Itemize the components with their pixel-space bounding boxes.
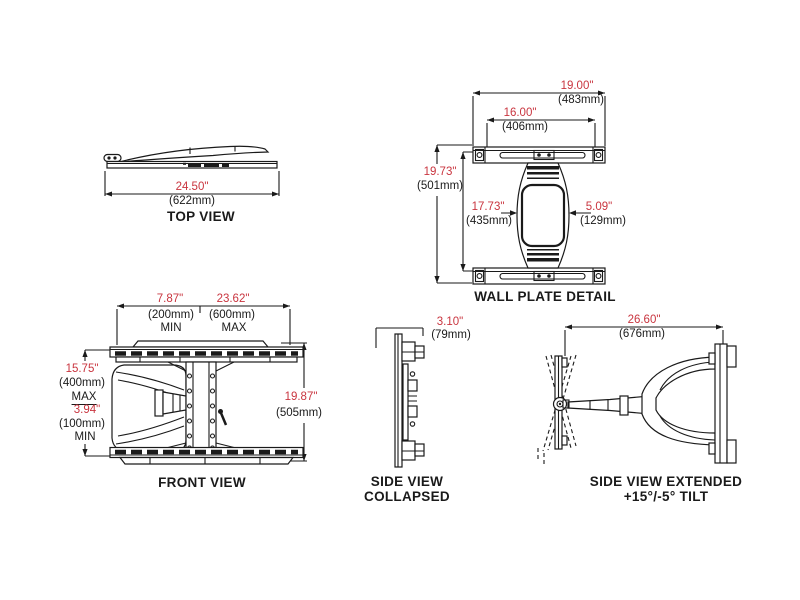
dim-front-stud-max-inches: 23.62" <box>216 293 250 305</box>
dim-wallplate-outer-width-mm: (483mm) <box>557 94 605 106</box>
dim-side-extended-extension-mm: (676mm) <box>618 328 666 340</box>
dim-side-extended-extension-inches: 26.60" <box>627 314 661 326</box>
dim-wallplate-column-width-mm: (129mm) <box>579 215 627 227</box>
dim-wallplate-outer-height-inches: 19.73" <box>423 166 457 178</box>
dim-wallplate-column-width-inches: 5.09" <box>585 201 613 213</box>
dim-front-stud-min-mm: (200mm) <box>147 309 195 321</box>
dim-wallplate-outer-width-inches: 19.00" <box>560 80 594 92</box>
dim-front-vesa-max-qualifier: MAX <box>71 391 97 405</box>
dim-side-collapsed-depth-mm: (79mm) <box>431 329 471 341</box>
side-view-collapsed-label-line1: SIDE VIEW <box>370 474 444 489</box>
dim-topview-width-inches: 24.50" <box>175 181 209 193</box>
dim-front-stud-max-mm: (600mm) <box>208 309 256 321</box>
dim-front-vesa-min-qualifier: MIN <box>74 431 96 443</box>
dim-front-height-mm: (505mm) <box>275 407 323 419</box>
dim-wallplate-hole-width-inches: 16.00" <box>503 107 537 119</box>
dim-wallplate-hole-width-mm: (406mm) <box>501 121 549 133</box>
dim-wallplate-hole-height-mm: (435mm) <box>465 215 513 227</box>
dim-wallplate-outer-height-mm: (501mm) <box>416 180 464 192</box>
dim-wallplate-hole-height-inches: 17.73" <box>471 201 505 213</box>
dim-front-stud-min-qualifier: MIN <box>160 322 182 334</box>
top-view-drawing <box>103 145 280 197</box>
dim-front-stud-min-inches: 7.87" <box>156 293 184 305</box>
front-view-drawing <box>82 303 307 465</box>
wall-plate-detail-label: WALL PLATE DETAIL <box>474 289 616 304</box>
dim-front-vesa-min-inches: 3.94" <box>73 404 101 416</box>
dim-front-vesa-min-mm: (100mm) <box>58 418 106 430</box>
dim-topview-width-mm: (622mm) <box>168 195 216 207</box>
wall-plate-drawing <box>434 90 606 285</box>
side-view-extended-drawing <box>537 324 737 465</box>
dim-side-collapsed-depth-inches: 3.10" <box>436 316 464 328</box>
dim-front-stud-max-qualifier: MAX <box>221 322 247 334</box>
side-view-collapsed-drawing <box>375 327 425 468</box>
front-view-label: FRONT VIEW <box>158 475 246 490</box>
side-view-collapsed-label-line2: COLLAPSED <box>364 489 450 504</box>
dim-front-height-inches: 19.87" <box>284 391 318 403</box>
dim-front-vesa-max-inches: 15.75" <box>65 363 99 375</box>
dim-front-vesa-max-mm: (400mm) <box>58 377 106 389</box>
top-view-label: TOP VIEW <box>167 209 235 224</box>
side-view-extended-label-line2: +15°/-5° TILT <box>623 489 709 504</box>
side-view-extended-label-line1: SIDE VIEW EXTENDED <box>589 474 743 489</box>
